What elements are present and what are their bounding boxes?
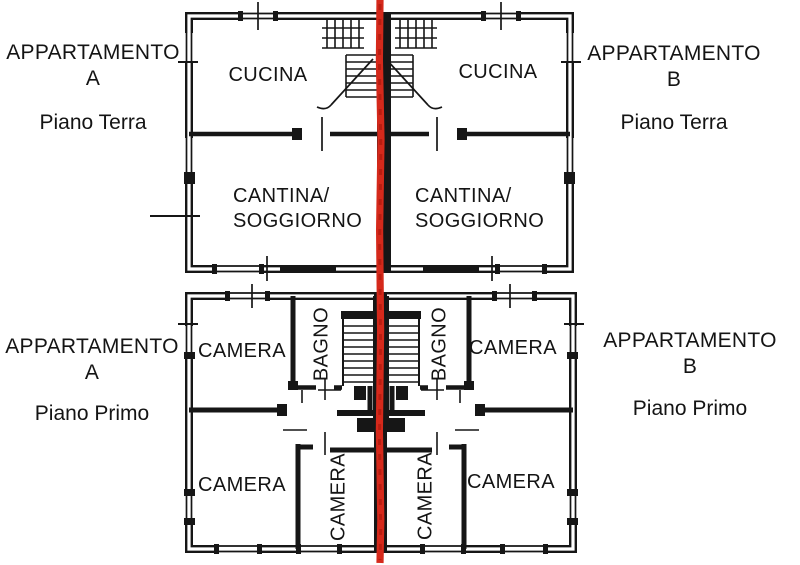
apartment-b-ground-label: APPARTAMENTO B: [586, 41, 762, 93]
room-label-bagno-a: BAGNO: [310, 306, 333, 382]
room-label-camera-b-middle: CAMERA: [414, 452, 437, 540]
red-division-line: [375, 0, 385, 564]
apartment-name: APPARTAMENTO: [6, 41, 180, 64]
room-label-line: CANTINA/: [415, 185, 512, 207]
apartment-letter: B: [682, 355, 698, 378]
ground-floor-left-half: [178, 2, 380, 281]
room-label-camera-a-bottom: CAMERA: [198, 474, 286, 496]
room-label-line: CANTINA/: [233, 185, 330, 207]
apartment-name: APPARTAMENTO: [587, 42, 761, 65]
apartment-a-first-label: APPARTAMENTO A: [4, 334, 180, 386]
floor-a-ground-label: Piano Terra: [39, 111, 147, 134]
room-label-line: SOGGIORNO: [415, 210, 545, 232]
room-label-camera-b-bottom: CAMERA: [467, 471, 555, 493]
apartment-letter: A: [84, 361, 100, 384]
floor-b-ground-label: Piano Terra: [620, 111, 728, 134]
apartment-name: APPARTAMENTO: [5, 335, 179, 358]
apartment-a-ground-label: APPARTAMENTO A: [5, 40, 181, 92]
apartment-name: APPARTAMENTO: [603, 329, 777, 352]
room-label-cantina-a: CANTINA/ SOGGIORNO: [233, 184, 362, 234]
apartment-b-first-label: APPARTAMENTO B: [602, 328, 778, 380]
room-label-camera-b-top: CAMERA: [469, 337, 557, 359]
room-label-cucina-a: CUCINA: [228, 64, 308, 86]
room-label-cucina-b: CUCINA: [458, 61, 538, 83]
room-label-line: SOGGIORNO: [233, 210, 363, 232]
ground-floor-right-half: [379, 2, 581, 281]
first-floor-right-half: [380, 284, 584, 555]
room-label-bagno-b: BAGNO: [428, 306, 451, 382]
floor-a-first-label: Piano Primo: [34, 402, 150, 425]
room-label-camera-a-middle: CAMERA: [327, 453, 350, 541]
room-label-camera-a-top: CAMERA: [198, 340, 286, 362]
apartment-letter: B: [666, 68, 682, 91]
room-label-cantina-b: CANTINA/ SOGGIORNO: [415, 184, 544, 234]
apartment-letter: A: [85, 67, 101, 90]
floor-b-first-label: Piano Primo: [632, 397, 748, 420]
